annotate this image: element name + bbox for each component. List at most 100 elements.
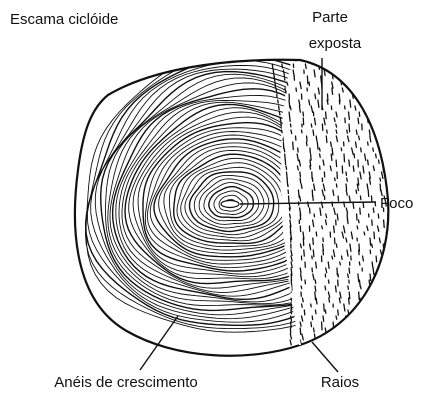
ray-dash bbox=[371, 112, 372, 115]
ray-dash bbox=[314, 328, 315, 332]
ray-dash bbox=[368, 106, 369, 111]
ray-dash bbox=[392, 172, 393, 178]
ray-dash bbox=[349, 160, 350, 166]
ray-dash bbox=[349, 292, 350, 299]
ray-dash bbox=[347, 178, 348, 181]
ray-dash bbox=[384, 262, 385, 265]
ray-dash bbox=[280, 118, 281, 124]
ray-dash bbox=[333, 76, 334, 79]
ray-dash bbox=[358, 118, 359, 124]
ray-dash bbox=[356, 76, 357, 82]
focus-label: Foco bbox=[380, 195, 413, 212]
ray-dash bbox=[359, 112, 360, 116]
ray-dash bbox=[331, 154, 332, 160]
ray-dash bbox=[340, 64, 341, 69]
ray-dash bbox=[283, 70, 284, 75]
ray-dash bbox=[329, 298, 330, 302]
exposed-part-label-line1: Parte bbox=[312, 9, 348, 26]
ray-dash bbox=[359, 310, 360, 315]
ray-dash bbox=[383, 130, 384, 136]
ray-dash bbox=[323, 316, 324, 321]
ray-dash bbox=[390, 118, 391, 123]
ray-dash bbox=[379, 160, 380, 163]
ray-dash bbox=[290, 334, 291, 339]
ray-dash bbox=[336, 286, 337, 292]
ray-dash bbox=[290, 118, 291, 121]
ray-dash bbox=[301, 184, 302, 188]
ray-dash bbox=[391, 106, 392, 114]
ray-dash bbox=[284, 148, 285, 152]
ray-dash bbox=[337, 70, 338, 75]
ray-dash bbox=[358, 274, 359, 282]
ray-dash bbox=[353, 82, 354, 89]
ray-dash bbox=[367, 184, 368, 189]
ray-dash bbox=[371, 340, 372, 344]
ray-dash bbox=[366, 94, 367, 100]
ray-dash bbox=[331, 142, 332, 147]
ray-dash bbox=[291, 322, 292, 327]
ray-dash bbox=[342, 256, 343, 260]
ray-dash bbox=[368, 292, 369, 298]
ray-dash bbox=[348, 274, 349, 278]
ray-dash bbox=[380, 280, 381, 287]
rays-leader bbox=[312, 342, 338, 372]
ray-dash bbox=[356, 70, 357, 75]
ray-dash bbox=[290, 214, 291, 218]
ray-dash bbox=[356, 190, 357, 193]
ray-dash bbox=[326, 112, 327, 119]
ray-dash bbox=[322, 226, 323, 229]
ray-dash bbox=[336, 130, 337, 133]
ray-dash bbox=[349, 298, 350, 304]
ray-dash bbox=[272, 64, 273, 69]
ray-dash bbox=[336, 316, 337, 319]
ray-dash bbox=[380, 70, 381, 75]
ray-dash bbox=[381, 76, 382, 80]
ray-dash bbox=[363, 166, 364, 173]
ray-dash bbox=[359, 292, 360, 300]
ray-dash bbox=[332, 88, 333, 94]
ray-dash bbox=[381, 304, 382, 308]
ray-dash bbox=[340, 262, 341, 265]
ray-dash bbox=[373, 208, 374, 212]
ray-dash bbox=[301, 286, 302, 289]
ray-dash bbox=[362, 82, 363, 87]
ray-dash bbox=[360, 196, 361, 200]
ray-dash bbox=[334, 226, 335, 233]
ray-dash bbox=[316, 262, 317, 268]
ray-dash bbox=[363, 64, 364, 67]
ray-dash bbox=[380, 178, 381, 181]
ray-dash bbox=[369, 70, 370, 77]
ray-dash bbox=[383, 100, 384, 103]
ray-dash bbox=[374, 286, 375, 293]
ray-dash bbox=[328, 280, 329, 283]
ray-dash bbox=[326, 214, 327, 218]
ray-dash bbox=[344, 322, 345, 328]
ray-dash bbox=[302, 130, 303, 133]
ray-dash bbox=[349, 268, 350, 273]
ray-dash bbox=[376, 322, 377, 326]
ray-dash bbox=[300, 328, 301, 334]
ray-dash bbox=[370, 274, 371, 281]
ray-dash bbox=[379, 238, 380, 243]
ray-dash bbox=[291, 316, 292, 321]
ray-dash bbox=[304, 310, 305, 315]
ray-dash bbox=[347, 70, 348, 74]
growth-rings-label: Anéis de crescimento bbox=[54, 374, 197, 391]
ray-dash bbox=[368, 160, 369, 165]
ray-dash bbox=[390, 250, 391, 257]
ray-dash bbox=[376, 154, 377, 158]
ray-dash bbox=[300, 178, 301, 183]
ray-dash bbox=[338, 310, 339, 315]
ray-dash bbox=[335, 178, 336, 181]
ray-dash bbox=[358, 340, 359, 343]
ray-dash bbox=[279, 106, 280, 110]
ray-dash bbox=[355, 106, 356, 110]
ray-dash bbox=[310, 208, 311, 213]
ray-dash bbox=[310, 166, 311, 169]
ray-dash bbox=[327, 130, 328, 133]
ray-dash bbox=[358, 178, 359, 185]
ray-dash bbox=[311, 322, 312, 327]
exposed-part-label-line2: exposta bbox=[309, 35, 362, 52]
ray-dash bbox=[368, 142, 369, 145]
ray-dash bbox=[384, 112, 385, 118]
